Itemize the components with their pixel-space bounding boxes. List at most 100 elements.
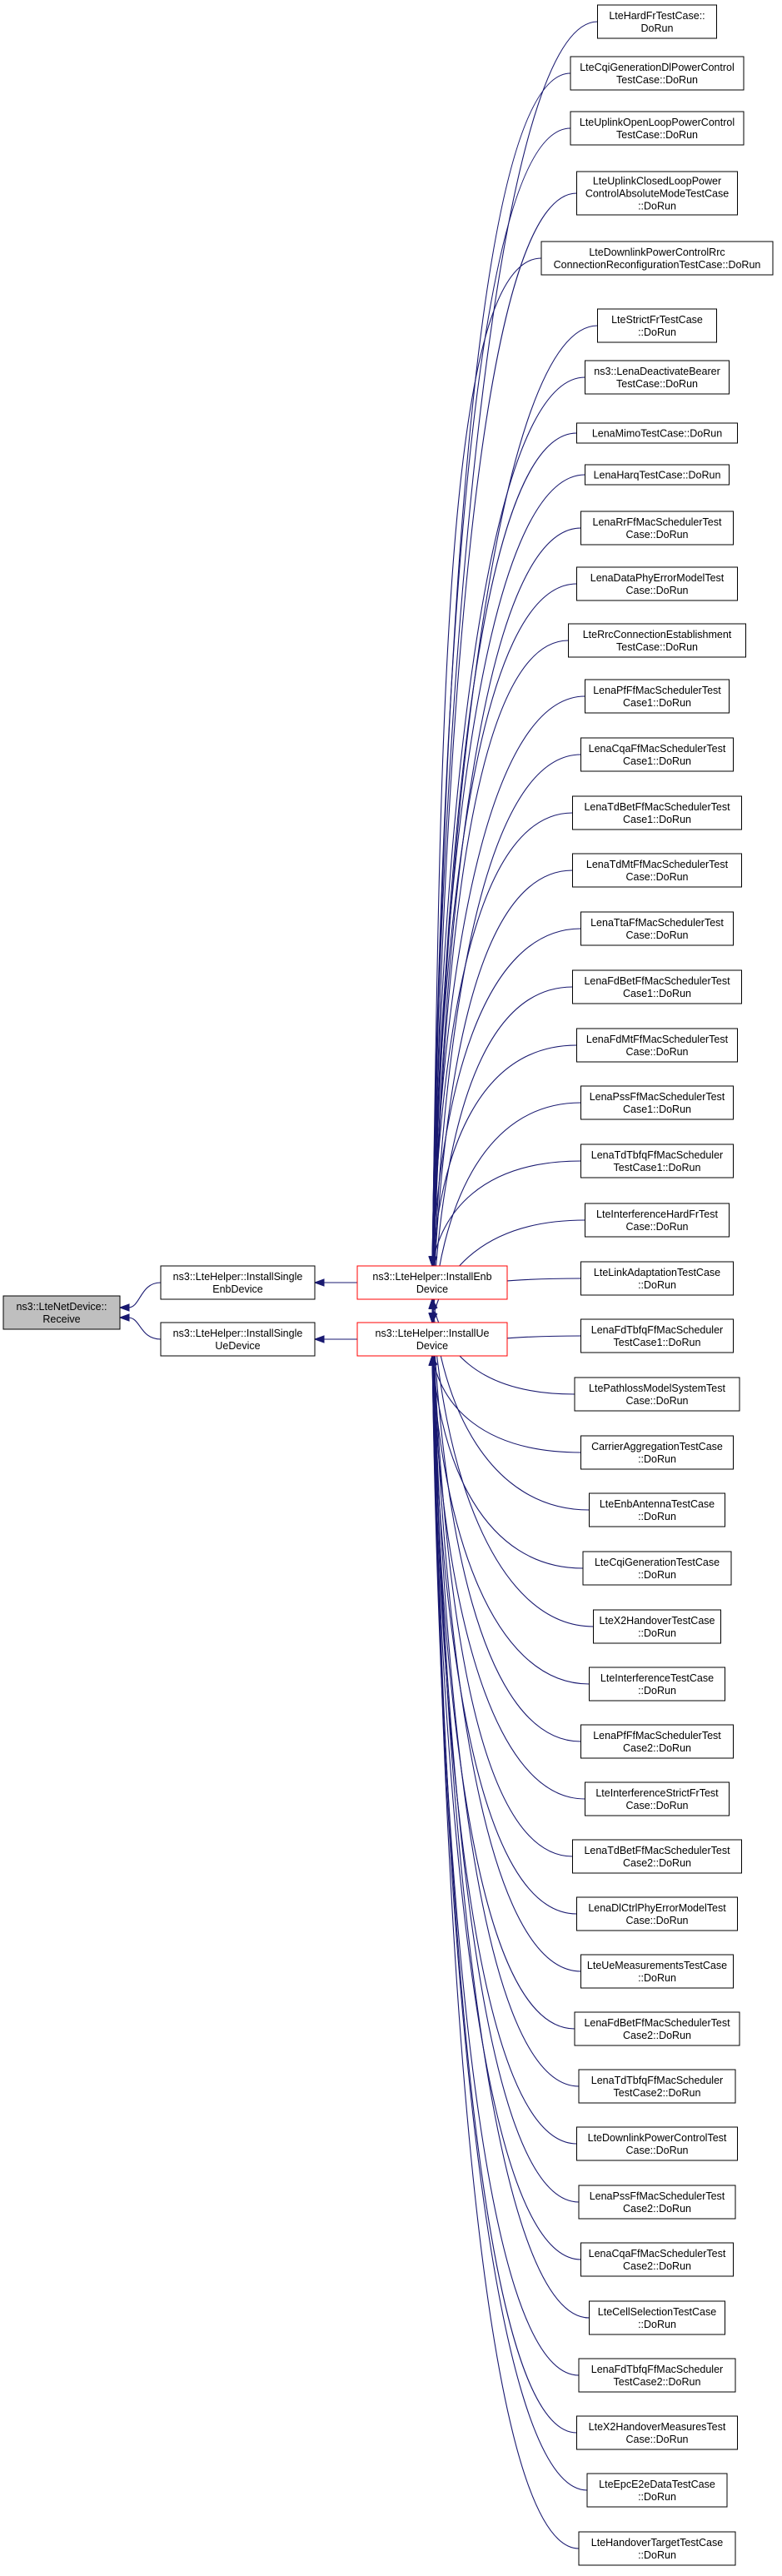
node-label-line: ::DoRun (638, 326, 676, 338)
node-box (574, 1377, 740, 1412)
caller-node-ltehardfrtestcase-dorun[interactable]: LteHardFrTestCase::DoRun (597, 4, 717, 39)
node-label-line: LteHandoverTargetTestCase (591, 2537, 723, 2549)
node-label-line: TestCase1::DoRun (614, 1162, 701, 1173)
caller-node-ltecqigenerationdlpowercontrol-testcase-dorun[interactable]: LteCqiGenerationDlPowerControlTestCase::… (570, 56, 745, 91)
edge-lenatdtbfqffmacscheduler-testcase1-dorun (431, 1160, 581, 1267)
call-edges (118, 21, 598, 2549)
caller-node-lteinterferencetestcase-dorun[interactable]: LteInterferenceTestCase::DoRun (589, 1667, 725, 1702)
caller-node-lenamimotestcase-dorun[interactable]: LenaMimoTestCase::DoRun (576, 422, 738, 444)
node-label-line: ns3::LenaDeactivateBearer (594, 366, 720, 377)
node-label-line: Case2::DoRun (623, 1857, 691, 1869)
edge-ltehandovertargettestcase-dorun (431, 1298, 580, 2549)
node-label-line: ::DoRun (638, 1685, 676, 1697)
node-label-line: Case1::DoRun (623, 814, 691, 825)
node-label-line: LenaHarqTestCase::DoRun (594, 470, 721, 481)
edge-helper-to-root (127, 1282, 162, 1308)
node-box (356, 1265, 508, 1300)
node-label-line: LteUeMeasurementsTestCase (587, 1960, 727, 1971)
node-box (582, 1551, 732, 1586)
node-box (580, 1085, 734, 1120)
node-label-line: LteCellSelectionTestCase (598, 2306, 716, 2318)
caller-node-lteepce2edatatestcase-dorun[interactable]: LteEpcE2eDataTestCase::DoRun (586, 2473, 728, 2508)
node-label-line: ns3::LteNetDevice:: (16, 1301, 107, 1313)
node-box (572, 969, 742, 1004)
caller-node-lteuplinkclosedlooppower-controlabsolutemodetestcase-dorun[interactable]: LteUplinkClosedLoopPowerControlAbsoluteM… (576, 171, 738, 216)
edge-lterrcconnectionestablishment-testcase-dorun (431, 640, 569, 1323)
node-label-line: Case::DoRun (625, 1395, 688, 1407)
node-label-line: Case1::DoRun (623, 755, 691, 767)
caller-node-ltedownlinkpowercontrolrrc-connectionreconfigurationtestcase-dorun[interactable]: LteDownlinkPowerControlRrcConnectionReco… (540, 241, 774, 276)
node-label-line: LenaCqaFfMacSchedulerTest (589, 743, 726, 755)
node-box (580, 1261, 734, 1296)
caller-node-lterrcconnectionestablishment-testcase-dorun[interactable]: LteRrcConnectionEstablishmentTestCase::D… (568, 623, 746, 658)
node-label-line: Case::DoRun (625, 529, 688, 541)
caller-node-ltelinkadaptationtestcase-dorun[interactable]: LteLinkAdaptationTestCase::DoRun (580, 1261, 734, 1296)
node-box (576, 566, 738, 601)
edge-ltedownlinkpowercontroltest-case-dorun (431, 1355, 577, 2145)
node-label-line: ::DoRun (638, 1279, 676, 1291)
node-box (576, 1028, 738, 1063)
node-box (580, 2242, 734, 2277)
node-box (576, 2126, 738, 2161)
caller-node-lteenbantennatestcase-dorun[interactable]: LteEnbAntennaTestCase::DoRun (589, 1492, 725, 1527)
node-label-line: LteHardFrTestCase:: (609, 10, 705, 22)
caller-node-ltestrictfrtestcase-dorun[interactable]: LteStrictFrTestCase::DoRun (597, 308, 717, 343)
caller-node-carrieraggregationtestcase-dorun[interactable]: CarrierAggregationTestCase::DoRun (580, 1435, 734, 1470)
edge-ns3-lenadeactivatebearer-testcase-dorun (431, 376, 585, 1267)
node-label-line: LteInterferenceStrictFrTest (595, 1787, 719, 1799)
caller-node-lenaharqtestcase-dorun[interactable]: LenaHarqTestCase::DoRun (585, 464, 730, 486)
root-node-lte-net-device-receive[interactable]: ns3::LteNetDevice::Receive (2, 1295, 121, 1330)
node-label-line: TestCase1::DoRun (614, 1337, 701, 1348)
node-label-line: ns3::LteHelper::InstallUe (376, 1328, 490, 1339)
node-label-line: ns3::LteHelper::InstallSingle (173, 1271, 303, 1283)
edge-lenatdtbfqffmacscheduler-testcase2-dorun (431, 1298, 580, 2087)
node-box (585, 679, 730, 714)
edge-lenacqaffmacschedulertest-case2-dorun (431, 1355, 581, 2260)
edge-lenattaffmacschedulertest-case-dorun (431, 928, 581, 1267)
caller-node-ltehandovertargettestcase-dorun[interactable]: LteHandoverTargetTestCase::DoRun (578, 2531, 736, 2566)
node-label-line: LenaTdBetFfMacSchedulerTest (584, 1845, 730, 1856)
caller-node-lteuplinkopenlooppowercontrol-testcase-dorun[interactable]: LteUplinkOpenLoopPowerControlTestCase::D… (570, 111, 745, 146)
node-label-line: EnbDevice (212, 1283, 262, 1295)
node-label-line: LenaRrFfMacSchedulerTest (593, 516, 722, 528)
caller-node-ltecqigenerationtestcase-dorun[interactable]: LteCqiGenerationTestCase::DoRun (582, 1551, 732, 1586)
edge-lenarrffmacschedulertest-case-dorun (431, 527, 581, 1323)
edge-lteuplinkopenlooppowercontrol-testcase-dorun (431, 127, 571, 1267)
node-label-line: LenaPssFfMacSchedulerTest (590, 2190, 725, 2202)
caller-node-lteuemeasurementstestcase-dorun[interactable]: LteUeMeasurementsTestCase::DoRun (580, 1954, 734, 1989)
node-label-line: TestCase::DoRun (616, 641, 698, 653)
caller-node-ltecellselectiontestcase-dorun[interactable]: LteCellSelectionTestCase::DoRun (589, 2300, 725, 2335)
node-label-line: LenaDataPhyErrorModelTest (590, 572, 725, 584)
caller-node-ltex2handovertestcase-dorun[interactable]: LteX2HandoverTestCase::DoRun (593, 1609, 721, 1644)
